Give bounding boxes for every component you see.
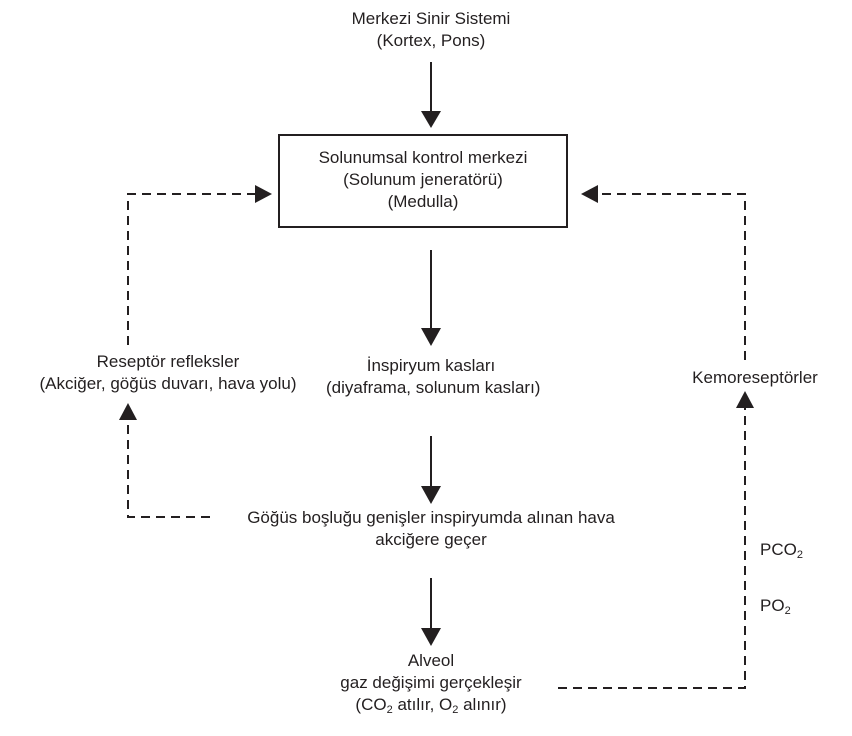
arrowhead-down xyxy=(421,111,441,128)
arrowhead-up xyxy=(119,403,137,420)
arrowhead-down xyxy=(421,628,441,646)
node-control-center-box xyxy=(278,134,568,228)
node-alveolus-subtitle: gaz değişimi gerçekleşir xyxy=(340,673,522,692)
o2-text: atılır, O xyxy=(392,695,453,714)
node-inspiratory-muscles: İnspiryum kasları (diyaframa, solunum ka… xyxy=(326,355,541,399)
node-receptor-reflexes: Reseptör refleksler (Akciğer, göğüs duva… xyxy=(8,351,328,395)
node-cns: Merkezi Sinir Sistemi (Kortex, Pons) xyxy=(331,8,531,52)
signal-pco2: PCO2 xyxy=(760,539,803,561)
arrowhead-left xyxy=(581,185,598,203)
node-alveolus: Alveol gaz değişimi gerçekleşir (CO2 atı… xyxy=(300,650,562,716)
pco2-subscript: 2 xyxy=(796,549,803,561)
node-alveolus-exchange: (CO2 atılır, O2 alınır) xyxy=(300,694,562,716)
o2-subscript: 2 xyxy=(452,704,459,716)
co2-subscript: 2 xyxy=(386,704,393,716)
node-chemoreceptors-title: Kemoreseptörler xyxy=(692,368,818,387)
node-alveolus-title: Alveol xyxy=(407,651,455,670)
node-cns-title: Merkezi Sinir Sistemi xyxy=(351,9,511,28)
arrowhead-down xyxy=(421,328,441,346)
node-control-center: Solunumsal kontrol merkezi (Solunum jene… xyxy=(278,147,568,213)
arrowhead-down xyxy=(421,486,441,504)
exchange-tail: alınır) xyxy=(458,695,507,714)
signal-po2-label: PO2 xyxy=(760,595,791,617)
node-receptor-reflexes-title: Reseptör refleksler xyxy=(96,352,240,371)
node-receptor-reflexes-subtitle: (Akciğer, göğüs duvarı, hava yolu) xyxy=(39,374,297,393)
dashed-path-alveolus-to-chemo xyxy=(558,408,746,689)
dashed-path-chest-to-reflex xyxy=(127,420,210,518)
dashed-path-reflex-to-control xyxy=(127,193,255,345)
node-control-center-title: Solunumsal kontrol merkezi xyxy=(318,148,528,167)
node-chest-expansion-line1: Göğüs boşluğu genişler inspiryumda alına… xyxy=(247,508,615,527)
pco2-text: PCO xyxy=(760,540,797,559)
co2-text: (CO xyxy=(355,695,387,714)
po2-subscript: 2 xyxy=(784,605,791,617)
arrowhead-right xyxy=(255,185,272,203)
signal-pco2-label: PCO2 xyxy=(760,539,803,561)
dashed-path-chemo-to-control xyxy=(598,193,746,360)
node-chemoreceptors: Kemoreseptörler xyxy=(680,367,830,389)
node-cns-subtitle: (Kortex, Pons) xyxy=(376,31,486,50)
node-control-center-subtitle: (Solunum jeneratörü) xyxy=(343,170,503,189)
node-chest-expansion-line2: akciğere geçer xyxy=(375,530,487,549)
node-chest-expansion: Göğüs boşluğu genişler inspiryumda alına… xyxy=(206,507,656,551)
node-inspiratory-muscles-subtitle: (diyaframa, solunum kasları) xyxy=(326,378,541,397)
arrowhead-up xyxy=(736,391,754,408)
signal-po2: PO2 xyxy=(760,595,791,617)
po2-text: PO xyxy=(760,596,785,615)
node-control-center-location: (Medulla) xyxy=(387,192,459,211)
node-inspiratory-muscles-title: İnspiryum kasları xyxy=(366,356,496,375)
